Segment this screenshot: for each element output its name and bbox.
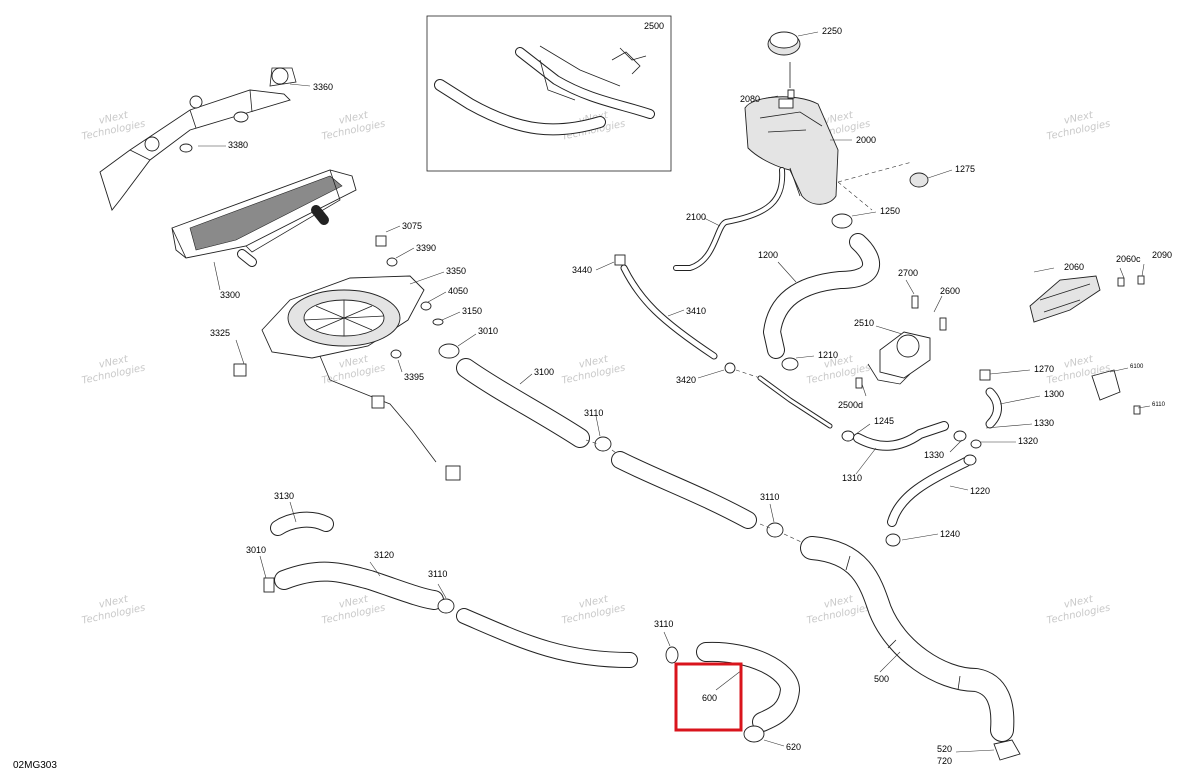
highlight-600[interactable]: 600 xyxy=(674,662,743,732)
callout-1245: 1245 xyxy=(874,416,894,426)
callout-1250: 1250 xyxy=(880,206,900,216)
bracket-6100 xyxy=(1091,369,1141,415)
callout-3100: 3100 xyxy=(534,367,554,377)
callout-3120: 3120 xyxy=(374,550,394,560)
callout-3380: 3380 xyxy=(228,140,248,150)
callout-1275: 1275 xyxy=(955,164,975,174)
coolant-reservoir xyxy=(744,31,929,229)
callout-3350: 3350 xyxy=(446,266,466,276)
diagram-code: 02MG303 xyxy=(13,760,57,771)
callout-1330: 1330 xyxy=(1034,418,1054,428)
callout-3395: 3395 xyxy=(404,372,424,382)
callout-labels: 2500 2250 2080 2000 1275 1250 3360 3380 … xyxy=(210,21,1172,766)
callout-2080: 2080 xyxy=(740,94,760,104)
callout-6100: 6100 xyxy=(1130,364,1144,370)
callout-1270: 1270 xyxy=(1034,364,1054,374)
callout-2500d: 2500d xyxy=(838,400,863,410)
callout-2100: 2100 xyxy=(686,212,706,222)
callout-3110: 3110 xyxy=(584,408,603,418)
hose-3120 xyxy=(263,511,679,668)
callout-500: 500 xyxy=(874,674,889,684)
hose-3100-run xyxy=(438,343,811,547)
callout-2700: 2700 xyxy=(898,268,918,278)
callout-3110: 3110 xyxy=(428,569,447,579)
callout-6110: 6110 xyxy=(1152,402,1166,408)
callout-3360: 3360 xyxy=(313,82,333,92)
hose-600 xyxy=(696,641,800,743)
guard-2060 xyxy=(1029,275,1145,323)
callout-3010: 3010 xyxy=(478,326,498,336)
hose-1310 xyxy=(841,421,949,451)
callout-3110: 3110 xyxy=(760,492,779,502)
hose-2100 xyxy=(673,167,786,271)
callout-3110: 3110 xyxy=(654,619,673,629)
callout-2500: 2500 xyxy=(644,21,664,31)
hose-1200 xyxy=(763,233,880,371)
callout-1240: 1240 xyxy=(940,529,960,539)
callout-2600: 2600 xyxy=(940,286,960,296)
hose-1220 xyxy=(885,457,971,547)
callout-3130: 3130 xyxy=(274,491,294,501)
callout-4050: 4050 xyxy=(448,286,468,296)
hose-500 xyxy=(800,536,1021,761)
callout-1210: 1210 xyxy=(818,350,838,360)
fan-assembly xyxy=(233,235,461,481)
callout-2060: 2060 xyxy=(1064,262,1084,272)
leader-lines xyxy=(198,31,1151,753)
callout-1310: 1310 xyxy=(842,473,862,483)
callout-3300: 3300 xyxy=(220,290,240,300)
callout-620: 620 xyxy=(786,742,801,752)
callout-3010: 3010 xyxy=(246,545,266,555)
thermostat-housing xyxy=(855,295,947,389)
hose-1300 xyxy=(953,369,1002,466)
callout-720: 720 xyxy=(937,756,952,766)
callout-3410: 3410 xyxy=(686,306,706,316)
hose-3410 xyxy=(614,254,833,429)
callout-3420: 3420 xyxy=(676,375,696,385)
callout-1330: 1330 xyxy=(924,450,944,460)
radiator xyxy=(171,169,357,267)
callout-2510: 2510 xyxy=(854,318,874,328)
inset-2500 xyxy=(426,15,672,172)
watermark-layer: vNext Technologies vNext Technologies vN… xyxy=(81,110,1112,627)
callout-1300: 1300 xyxy=(1044,389,1064,399)
radiator-bracket xyxy=(99,67,297,211)
callout-3075: 3075 xyxy=(402,221,422,231)
callout-2090: 2090 xyxy=(1152,250,1172,260)
callout-1200: 1200 xyxy=(758,250,778,260)
callout-2060c: 2060c xyxy=(1116,254,1141,264)
callout-2000: 2000 xyxy=(856,135,876,145)
callout-520: 520 xyxy=(937,744,952,754)
callout-2250: 2250 xyxy=(822,26,842,36)
callout-3440: 3440 xyxy=(572,265,592,275)
callout-3390: 3390 xyxy=(416,243,436,253)
callout-3150: 3150 xyxy=(462,306,482,316)
callout-1220: 1220 xyxy=(970,486,990,496)
callout-1320: 1320 xyxy=(1018,436,1038,446)
highlight-box[interactable] xyxy=(674,662,743,732)
callout-3325: 3325 xyxy=(210,328,230,338)
callout-600[interactable]: 600 xyxy=(702,693,717,703)
